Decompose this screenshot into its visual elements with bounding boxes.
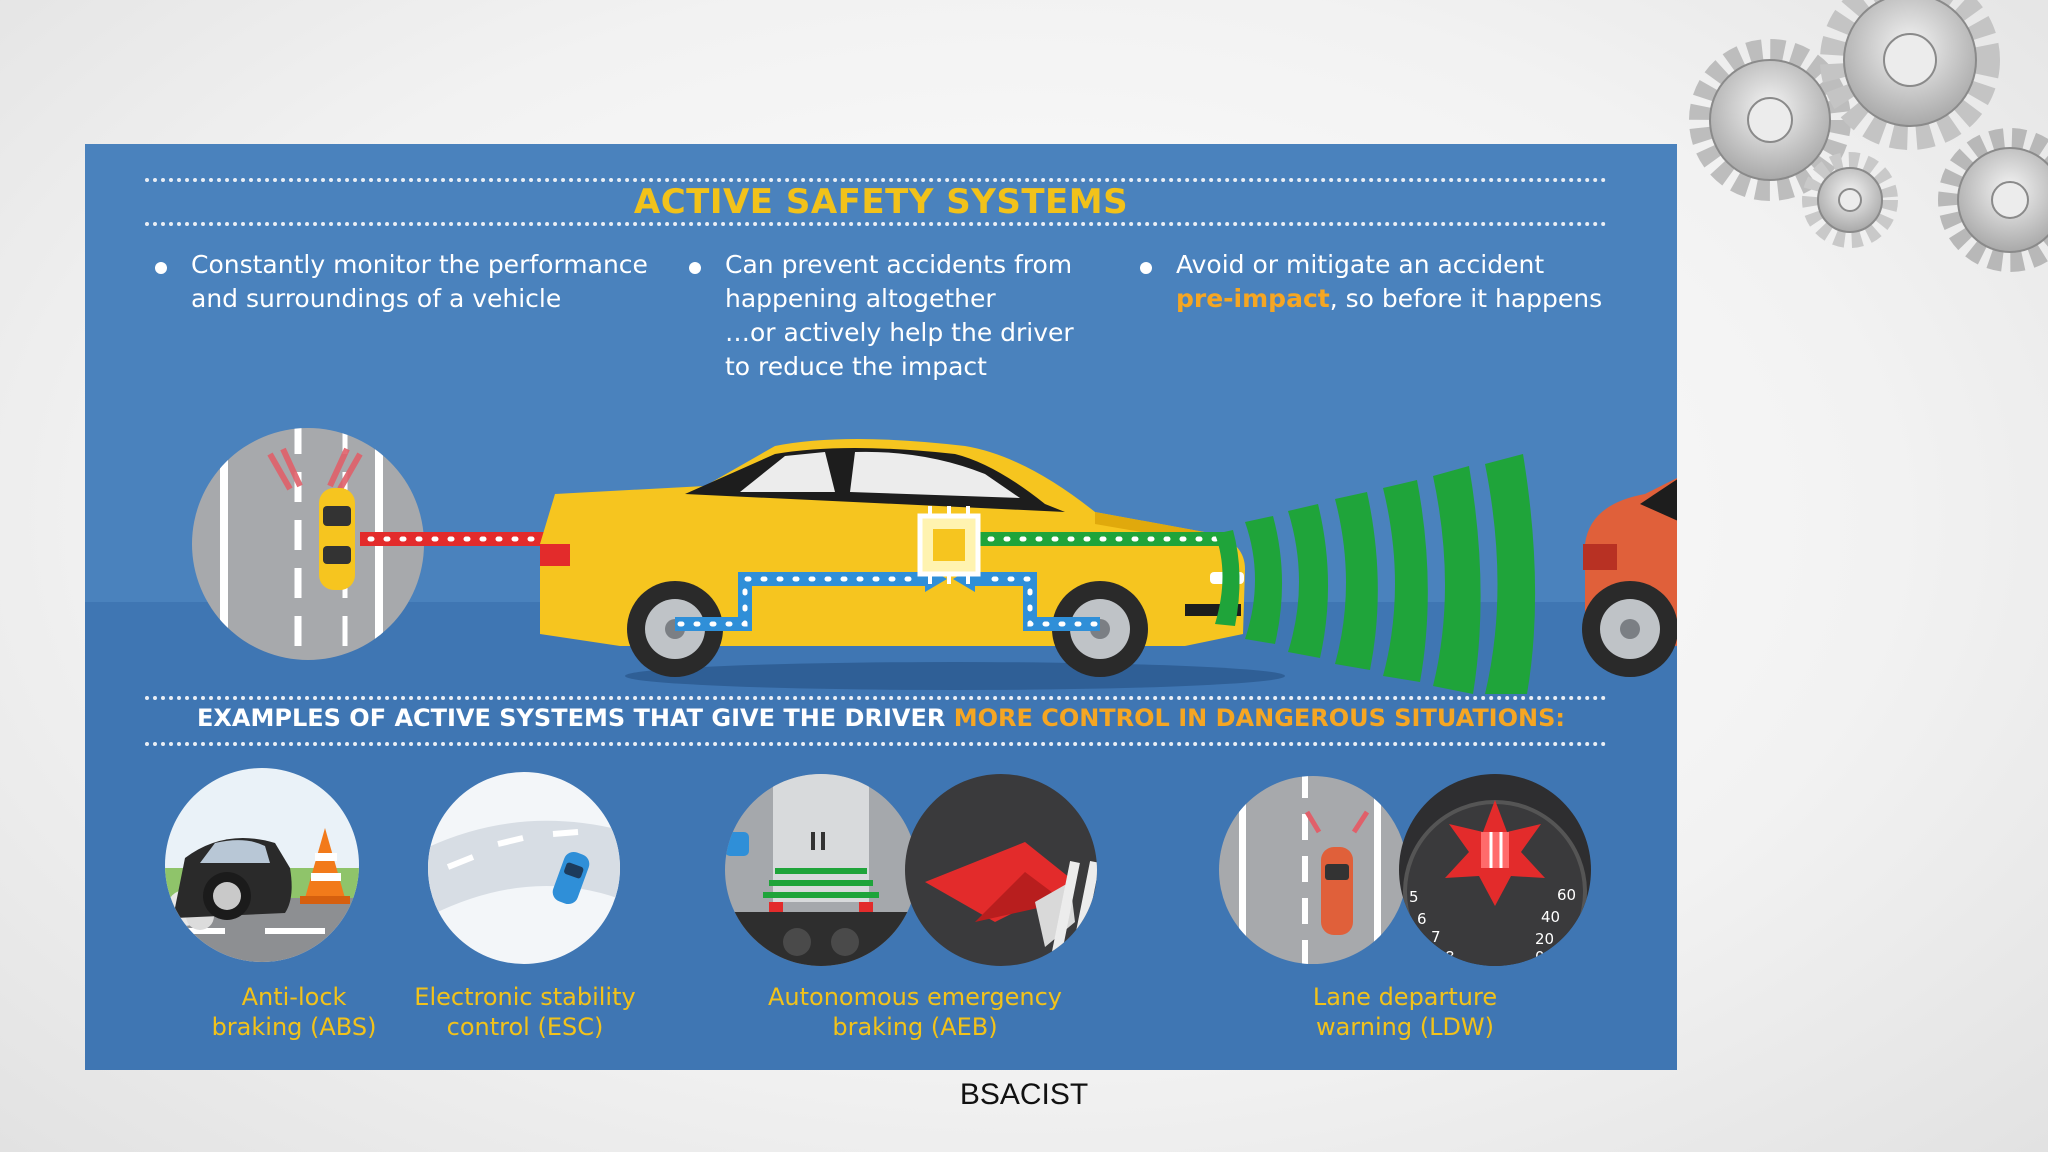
- traffic-cone-icon: [300, 828, 350, 904]
- infographic-panel: ACTIVE SAFETY SYSTEMS Constantly monitor…: [85, 144, 1677, 1070]
- examples-heading: EXAMPLES OF ACTIVE SYSTEMS THAT GIVE THE…: [197, 704, 1565, 732]
- svg-text:0: 0: [1535, 948, 1545, 966]
- divider: [145, 222, 1607, 226]
- svg-text:8: 8: [1445, 948, 1455, 966]
- page-title: ACTIVE SAFETY SYSTEMS: [633, 182, 1129, 222]
- footer-label: BSACIST: [959, 1078, 1089, 1111]
- bullet-prevent: Can prevent accidents from happening alt…: [689, 248, 1074, 384]
- caption-aeb: Autonomous emergency braking (AEB): [768, 983, 1062, 1041]
- radar-waves: [1215, 454, 1536, 694]
- car-scene: [192, 428, 1677, 694]
- gears-icon: [1689, 0, 2048, 272]
- svg-text:7: 7: [1431, 928, 1441, 946]
- caption-esc: Electronic stability control (ESC): [414, 983, 636, 1041]
- road-icon: [192, 428, 424, 660]
- divider: [145, 696, 1607, 700]
- divider: [145, 178, 1607, 182]
- speedometer-icon: 5 6 7 8 60 40 20 0: [1399, 774, 1591, 966]
- car-icon: [540, 439, 1245, 677]
- ldw-illustration: 5 6 7 8 60 40 20 0: [1219, 774, 1591, 966]
- bullet-mitigate: Avoid or mitigate an accident pre-impact…: [1140, 248, 1602, 316]
- caption-ldw: Lane departure warning (LDW): [1312, 983, 1498, 1041]
- brake-pedal-icon: [905, 774, 1097, 966]
- bullet-monitor: Constantly monitor the performance and s…: [155, 248, 648, 316]
- svg-text:40: 40: [1541, 908, 1560, 926]
- chip-icon: [917, 506, 981, 584]
- other-car-icon: [1582, 478, 1677, 677]
- svg-text:60: 60: [1557, 886, 1576, 904]
- svg-text:20: 20: [1535, 930, 1554, 948]
- abs-illustration: [165, 768, 359, 962]
- svg-text:6: 6: [1417, 910, 1427, 928]
- divider: [145, 742, 1607, 746]
- aeb-illustration: [725, 774, 1097, 966]
- caption-abs: Anti-lock braking (ABS): [211, 983, 377, 1041]
- svg-text:5: 5: [1409, 888, 1419, 906]
- esc-illustration: [428, 772, 620, 964]
